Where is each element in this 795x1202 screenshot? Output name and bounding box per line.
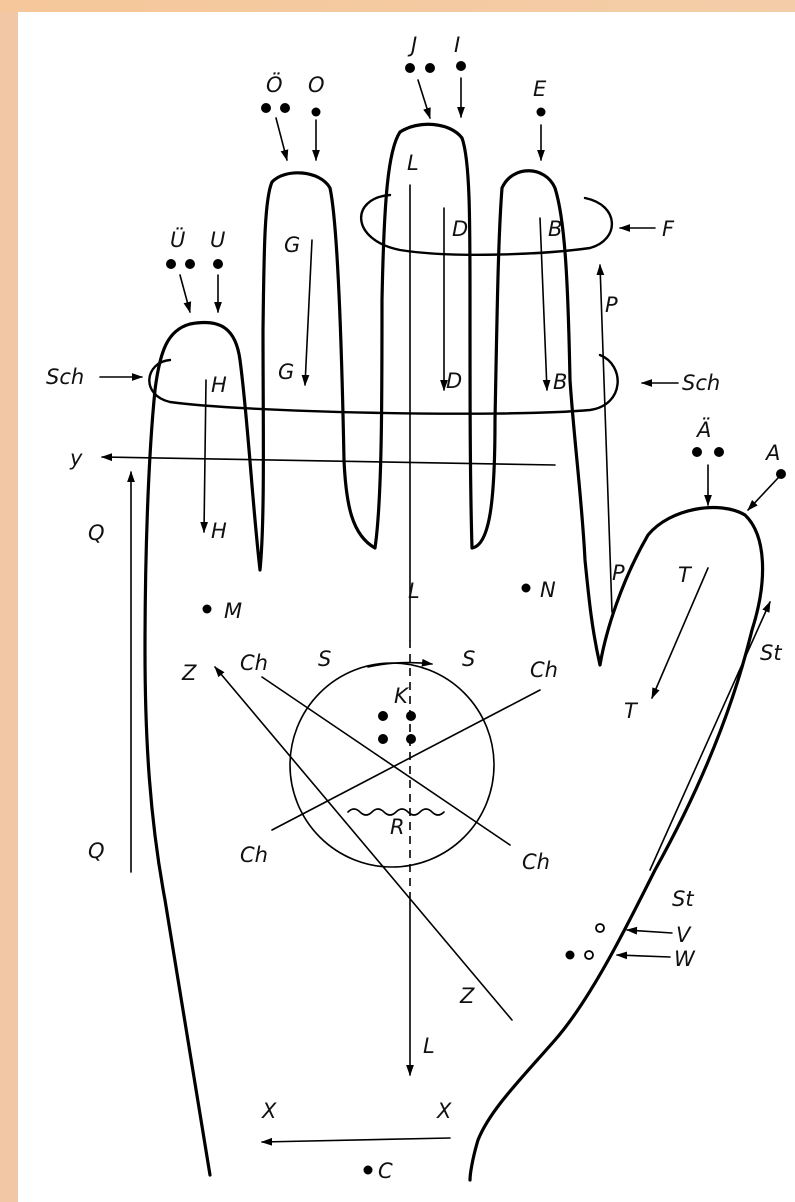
label-h-bottom: H [211, 519, 227, 543]
label-l-top: L [407, 151, 419, 175]
dot-w-filled [566, 951, 575, 960]
dot-c [364, 1166, 373, 1175]
label-st-top: St [760, 641, 782, 665]
label-v: V [676, 923, 692, 947]
dot-e [537, 108, 546, 117]
y-line [102, 457, 555, 465]
double-dot-ae [692, 447, 724, 457]
label-ue: Ü [170, 227, 185, 252]
label-oe: Ö [266, 72, 283, 97]
st-arrow [650, 602, 770, 870]
label-g-top: G [284, 233, 300, 257]
label-ae: Ä [695, 417, 711, 442]
label-e: E [533, 77, 547, 101]
v-arrow [627, 930, 672, 933]
label-x-right: X [436, 1099, 452, 1123]
label-sch-right: Sch [682, 371, 720, 395]
label-t-bottom: T [624, 699, 639, 723]
label-ch-top-right: Ch [530, 658, 558, 682]
g-arrow [305, 240, 312, 385]
ue-arrow [180, 275, 190, 312]
label-x-left: X [261, 1099, 277, 1123]
dot-u [213, 259, 223, 269]
t-arrow [652, 568, 708, 698]
label-d-top: D [452, 217, 468, 241]
w-arrow [617, 955, 670, 957]
label-b-top: B [548, 217, 562, 241]
label-sch-left: Sch [46, 365, 84, 389]
label-l-mid: L [408, 579, 420, 603]
label-i: I [454, 33, 460, 57]
double-dot-j [405, 63, 435, 73]
j-arrow [418, 80, 430, 118]
h-arrow [204, 380, 206, 532]
label-s-right: S [462, 647, 475, 671]
label-z-bottom: Z [459, 984, 475, 1008]
label-ch-top-left: Ch [240, 651, 268, 675]
label-st-bottom: St [672, 887, 694, 911]
label-t-top: T [678, 563, 693, 587]
label-y: y [69, 446, 83, 470]
ring-top-F [361, 195, 612, 255]
label-z-top: Z [181, 661, 197, 685]
label-m: M [224, 599, 242, 623]
dot-w-ring [585, 951, 593, 959]
label-l-bottom: L [423, 1034, 435, 1058]
hand-outline [145, 124, 763, 1180]
label-ch-bottom-right: Ch [522, 850, 550, 874]
label-j: J [407, 33, 417, 57]
dot-n [522, 584, 531, 593]
label-q-top: Q [88, 521, 105, 545]
label-f: F [662, 217, 675, 241]
label-q-bottom: Q [88, 839, 105, 863]
x-arrow [262, 1138, 450, 1142]
oe-arrow [276, 118, 287, 160]
p-arrow [600, 265, 612, 612]
double-dot-ue [166, 259, 195, 269]
dot-m [203, 605, 212, 614]
label-r: R [390, 815, 405, 839]
label-u: U [210, 228, 225, 252]
b-arrow [540, 218, 547, 390]
label-g-bottom: G [278, 360, 294, 384]
dot-a [776, 469, 786, 479]
label-o: O [308, 73, 325, 97]
label-n: N [540, 578, 556, 602]
label-k: K [394, 684, 410, 708]
dot-v [596, 924, 604, 932]
label-c: C [378, 1159, 393, 1183]
label-d-bottom: D [446, 369, 462, 393]
dot-o [312, 108, 321, 117]
label-ch-bottom-left: Ch [240, 843, 268, 867]
label-b-bottom: B [553, 370, 567, 394]
label-s-left: S [318, 647, 331, 671]
double-dot-oe [261, 103, 290, 113]
dot-i [456, 61, 466, 71]
label-p-top: P [605, 293, 618, 317]
label-w: W [674, 947, 696, 971]
label-a: A [764, 441, 780, 465]
label-p-bottom: P [612, 561, 625, 585]
label-h-top: H [211, 373, 227, 397]
a-arrow [748, 478, 778, 510]
